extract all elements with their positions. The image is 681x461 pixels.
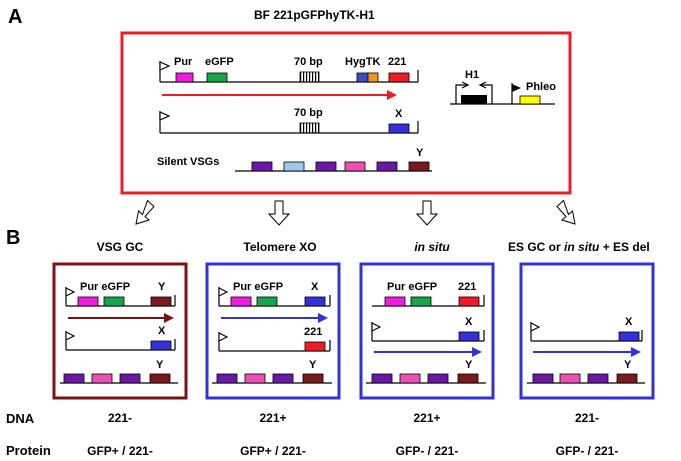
box-in-situ [359,262,495,400]
protein-value-4: GFP- / 221- [556,444,619,458]
box2-pur-egfp-label: Pur eGFP [233,281,283,293]
tk-gene [367,72,379,83]
vsg-y-label: Y [416,147,424,159]
box3-pur-egfp-label: Pur eGFP [387,281,437,293]
box2-x-label: X [311,281,319,293]
protein-row-label: Protein [6,443,51,458]
construct-title: BF 221pGFPhyTK-H1 [254,8,375,22]
egfp-gene [206,72,228,83]
dna-value-2: 221+ [259,411,286,425]
promoter-flag-icon [218,332,229,342]
h1-phleo-cassette [450,81,555,105]
vsg-221-gene [388,72,410,83]
dna-row-label: DNA [6,411,35,426]
promoter-flag-icon [65,331,76,341]
vsg-x-label: X [395,108,403,120]
box1-genes [60,287,178,384]
vsg-x-gene [388,123,410,134]
phleo-label: Phleo [526,81,556,93]
dna-value-4: 221- [575,411,599,425]
box4-x-label: X [625,316,633,328]
promoter-flag-icon [512,84,521,92]
promoter-flag-icon [65,287,76,297]
box1-pur-egfp-label: Pur eGFP [80,281,130,293]
protein-value-3: GFP- / 221- [396,444,459,458]
outcome-arrows [135,199,576,226]
box3-221-label: 221 [458,281,476,293]
bp70-label: 70 bp [294,56,323,68]
box4-genes [527,322,645,384]
phleo-gene [519,95,541,105]
panel-b-label: B [6,227,20,249]
bp70-label-2: 70 bp [294,107,323,119]
promoter-flag-icon [159,61,171,71]
box4-y-label: Y [624,359,632,371]
box-telomere-xo [205,262,341,400]
hygtk-label: HygTK [345,56,381,68]
heading-in-situ: in situ [414,240,450,254]
h1-hairpin [461,95,487,104]
dna-value-1: 221- [108,411,132,425]
box1-y2-label: Y [156,359,164,371]
pur-gene [175,72,194,83]
promoter-flag-icon [371,322,382,332]
dna-value-3: 221+ [413,411,440,425]
box1-x-label: X [158,325,166,337]
protein-value-1: GFP+ / 221- [87,444,153,458]
box2-y-label: Y [309,359,317,371]
hyg-gene [356,72,369,83]
box1-y-label: Y [158,281,166,293]
box3-genes [366,295,486,384]
box3-x-label: X [465,316,473,328]
protein-value-2: GFP+ / 221- [240,444,306,458]
box2-221-label: 221 [304,326,322,338]
silent-vsg-line [235,161,432,172]
egfp-label: eGFP [205,56,234,68]
box-vsg-gc [52,262,188,400]
vsg-221-label: 221 [388,56,406,68]
pur-label: Pur [174,56,193,68]
promoter-flag-icon [530,322,541,332]
vsg-y-gene [408,161,430,172]
repeat-70bp [299,71,320,83]
box-es-gc [519,262,655,400]
promoter-flag-icon [218,287,229,297]
active-es-line [159,61,419,83]
panel-a-label: A [8,6,22,28]
panel-a-frame [120,31,572,195]
promoter-flag-icon [159,111,171,121]
h1-label: H1 [465,69,479,81]
heading-es-gc: ES GC or in situ + ES del [508,240,650,254]
heading-vsg-gc: VSG GC [97,240,144,254]
box2-genes [212,287,332,384]
box3-y-label: Y [465,359,473,371]
repeat-70bp [299,122,320,134]
inactive-es-line [159,111,419,134]
heading-telomere-xo: Telomere XO [243,240,316,254]
silent-vsgs-label: Silent VSGs [157,156,219,168]
